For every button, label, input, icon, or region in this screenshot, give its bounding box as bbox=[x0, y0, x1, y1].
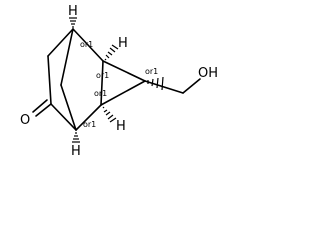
atom-oxygen-ketone: O bbox=[20, 113, 30, 128]
bond-c1-bridge bbox=[60, 28, 74, 86]
molecule-structure: O OH H H H H or1 or1 or1 or1 or1 bbox=[20, 4, 218, 159]
bond-ch2-carbonyl bbox=[47, 55, 52, 105]
bond-ch2-oh bbox=[182, 78, 201, 94]
stereo-label-c5: or1 bbox=[145, 67, 158, 76]
atom-hydroxyl: OH bbox=[198, 66, 218, 81]
atom-h-top-right: H bbox=[118, 36, 128, 51]
hash-wedge-c1-h bbox=[69, 17, 77, 28]
bond-c5-ch2 bbox=[144, 80, 184, 94]
hash-wedge-c5-ch2 bbox=[147, 76, 164, 91]
hash-wedge-c3-h bbox=[102, 106, 117, 123]
atom-h-bottom-right: H bbox=[116, 119, 126, 134]
bond-bridge-c4 bbox=[60, 84, 77, 131]
stereo-label-c1: or1 bbox=[80, 40, 93, 49]
bond-c1-ch2-left bbox=[47, 28, 74, 57]
stereo-label-c2: or1 bbox=[96, 71, 109, 80]
atom-h-top-left: H bbox=[68, 4, 78, 19]
hash-wedges bbox=[69, 17, 119, 143]
bond-co-double-b bbox=[32, 99, 48, 113]
stereo-label-c3: or1 bbox=[94, 89, 107, 98]
atom-h-bottom-left: H bbox=[71, 144, 81, 159]
hash-wedge-c4-h bbox=[72, 132, 80, 143]
bond-c4-c3 bbox=[75, 104, 102, 131]
bond-c2-c3 bbox=[100, 60, 104, 106]
bond-c3-c5 bbox=[100, 80, 146, 106]
bond-c1-c2 bbox=[72, 28, 104, 62]
hash-wedge-c2-h bbox=[104, 44, 119, 61]
bond-co-double-a bbox=[35, 103, 52, 117]
stereo-label-c4: or1 bbox=[83, 120, 96, 129]
bonds bbox=[32, 28, 201, 131]
bond-carbonyl-c4 bbox=[50, 103, 77, 131]
bond-c2-c5 bbox=[102, 60, 146, 82]
